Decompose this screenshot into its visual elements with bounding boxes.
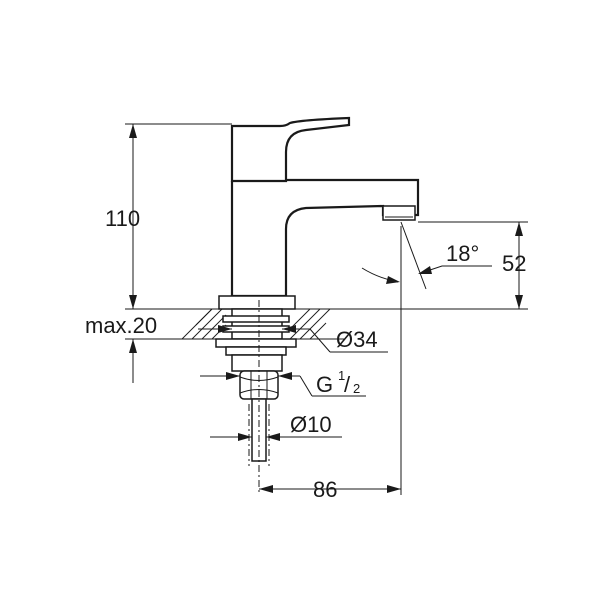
base-flange [218,295,296,310]
dim-projection-86: 86 [259,226,402,502]
dim-18-label: 18° [446,241,479,266]
lever-handle [230,116,351,183]
dim-max20-label: max.20 [85,313,157,338]
faucet-body [218,116,420,310]
dim-thread-prefix: G [316,372,333,397]
dim-thread-slash: / [344,372,351,397]
mounting-hardware [215,308,297,462]
dim-52-label: 52 [502,251,526,276]
dim-diameter-10: Ø10 [210,412,342,441]
dim-110-label: 110 [105,206,140,231]
dim-86-label: 86 [313,477,337,502]
dim-max-thickness: max.20 [85,300,157,383]
dim-thread-den: 2 [353,381,360,396]
dim-d34-label: Ø34 [336,327,378,352]
dim-height-110: 110 [105,123,232,309]
dim-angle-18: 18° [361,221,492,290]
dim-thread-num: 1 [338,368,345,383]
aerator [382,205,416,221]
slab-hatch-left [181,308,227,340]
nut-plate [215,338,297,348]
dim-diameter-34: Ø34 [198,325,388,353]
slab-hatch-right [289,308,331,340]
dim-d10-label: Ø10 [290,412,332,437]
dim-spout-52: 52 [418,221,528,309]
dim-thread: G 1 / 2 [200,368,366,397]
